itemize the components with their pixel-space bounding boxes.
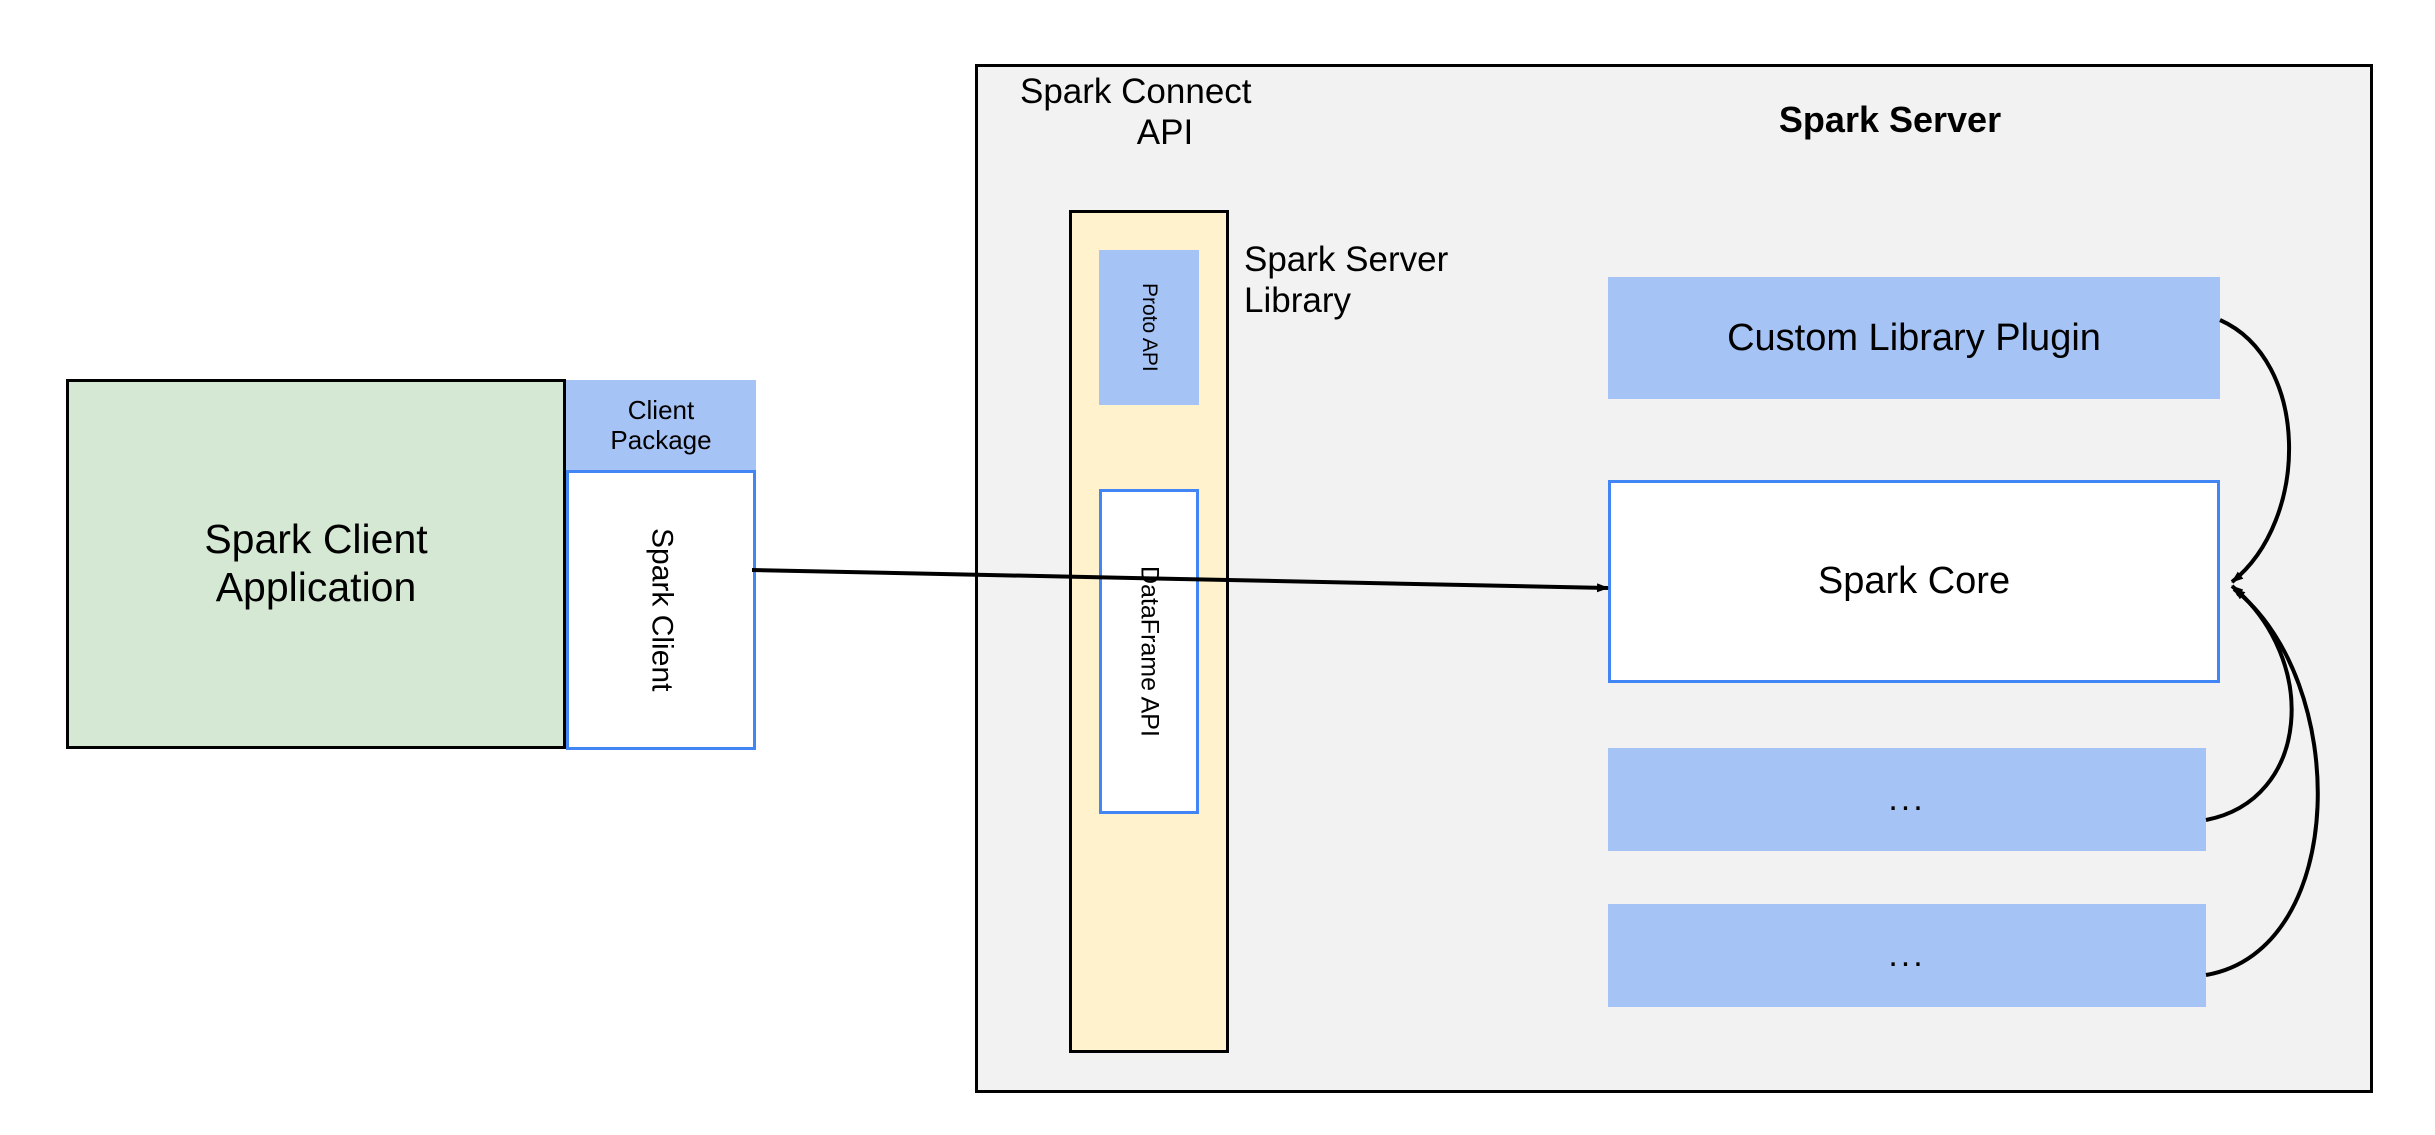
spark-client-application-label: Spark Client Application [190, 516, 441, 611]
spark-core-label: Spark Core [1817, 560, 2011, 603]
ellipsis-box-2-label: ... [1888, 935, 1926, 974]
spark-connect-api-label: Spark Connect API [1020, 68, 1310, 158]
spark-core-box[interactable]: Spark Core [1608, 480, 2220, 683]
spark-client-application-label-line1: Spark Client [204, 516, 428, 563]
client-package-box[interactable]: Client Package [566, 380, 756, 470]
proto-api-box[interactable]: Proto API [1099, 250, 1199, 405]
ellipsis-box-1[interactable]: ... [1608, 748, 2206, 851]
dataframe-api-box[interactable]: DataFrame API [1099, 489, 1199, 814]
client-package-label: Client Package [610, 395, 711, 455]
spark-server-title: Spark Server [1778, 99, 2002, 141]
client-package-label-line1: Client [627, 394, 695, 425]
spark-server-library-label: Spark Server Library [1244, 240, 1574, 345]
spark-client-application-box[interactable]: Spark Client Application [66, 379, 566, 749]
ellipsis-box-1-label: ... [1888, 779, 1926, 818]
spark-connect-api-label-line1: Spark Connect [1020, 72, 1252, 112]
spark-client-application-label-line2: Application [215, 564, 417, 610]
custom-library-plugin-label: Custom Library Plugin [1727, 316, 2101, 359]
spark-server-library-label-line2: Library [1244, 280, 1351, 320]
dataframe-api-label: DataFrame API [1135, 566, 1164, 737]
spark-client-box[interactable]: Spark Client [566, 470, 756, 750]
spark-server-library-label-line1: Spark Server [1244, 240, 1449, 279]
client-package-label-line2: Package [610, 425, 712, 455]
spark-client-label: Spark Client [645, 528, 679, 692]
ellipsis-box-2[interactable]: ... [1608, 904, 2206, 1007]
spark-connect-api-label-line2: API [1136, 113, 1194, 152]
custom-library-plugin-box[interactable]: Custom Library Plugin [1608, 277, 2220, 399]
proto-api-label: Proto API [1138, 283, 1162, 372]
